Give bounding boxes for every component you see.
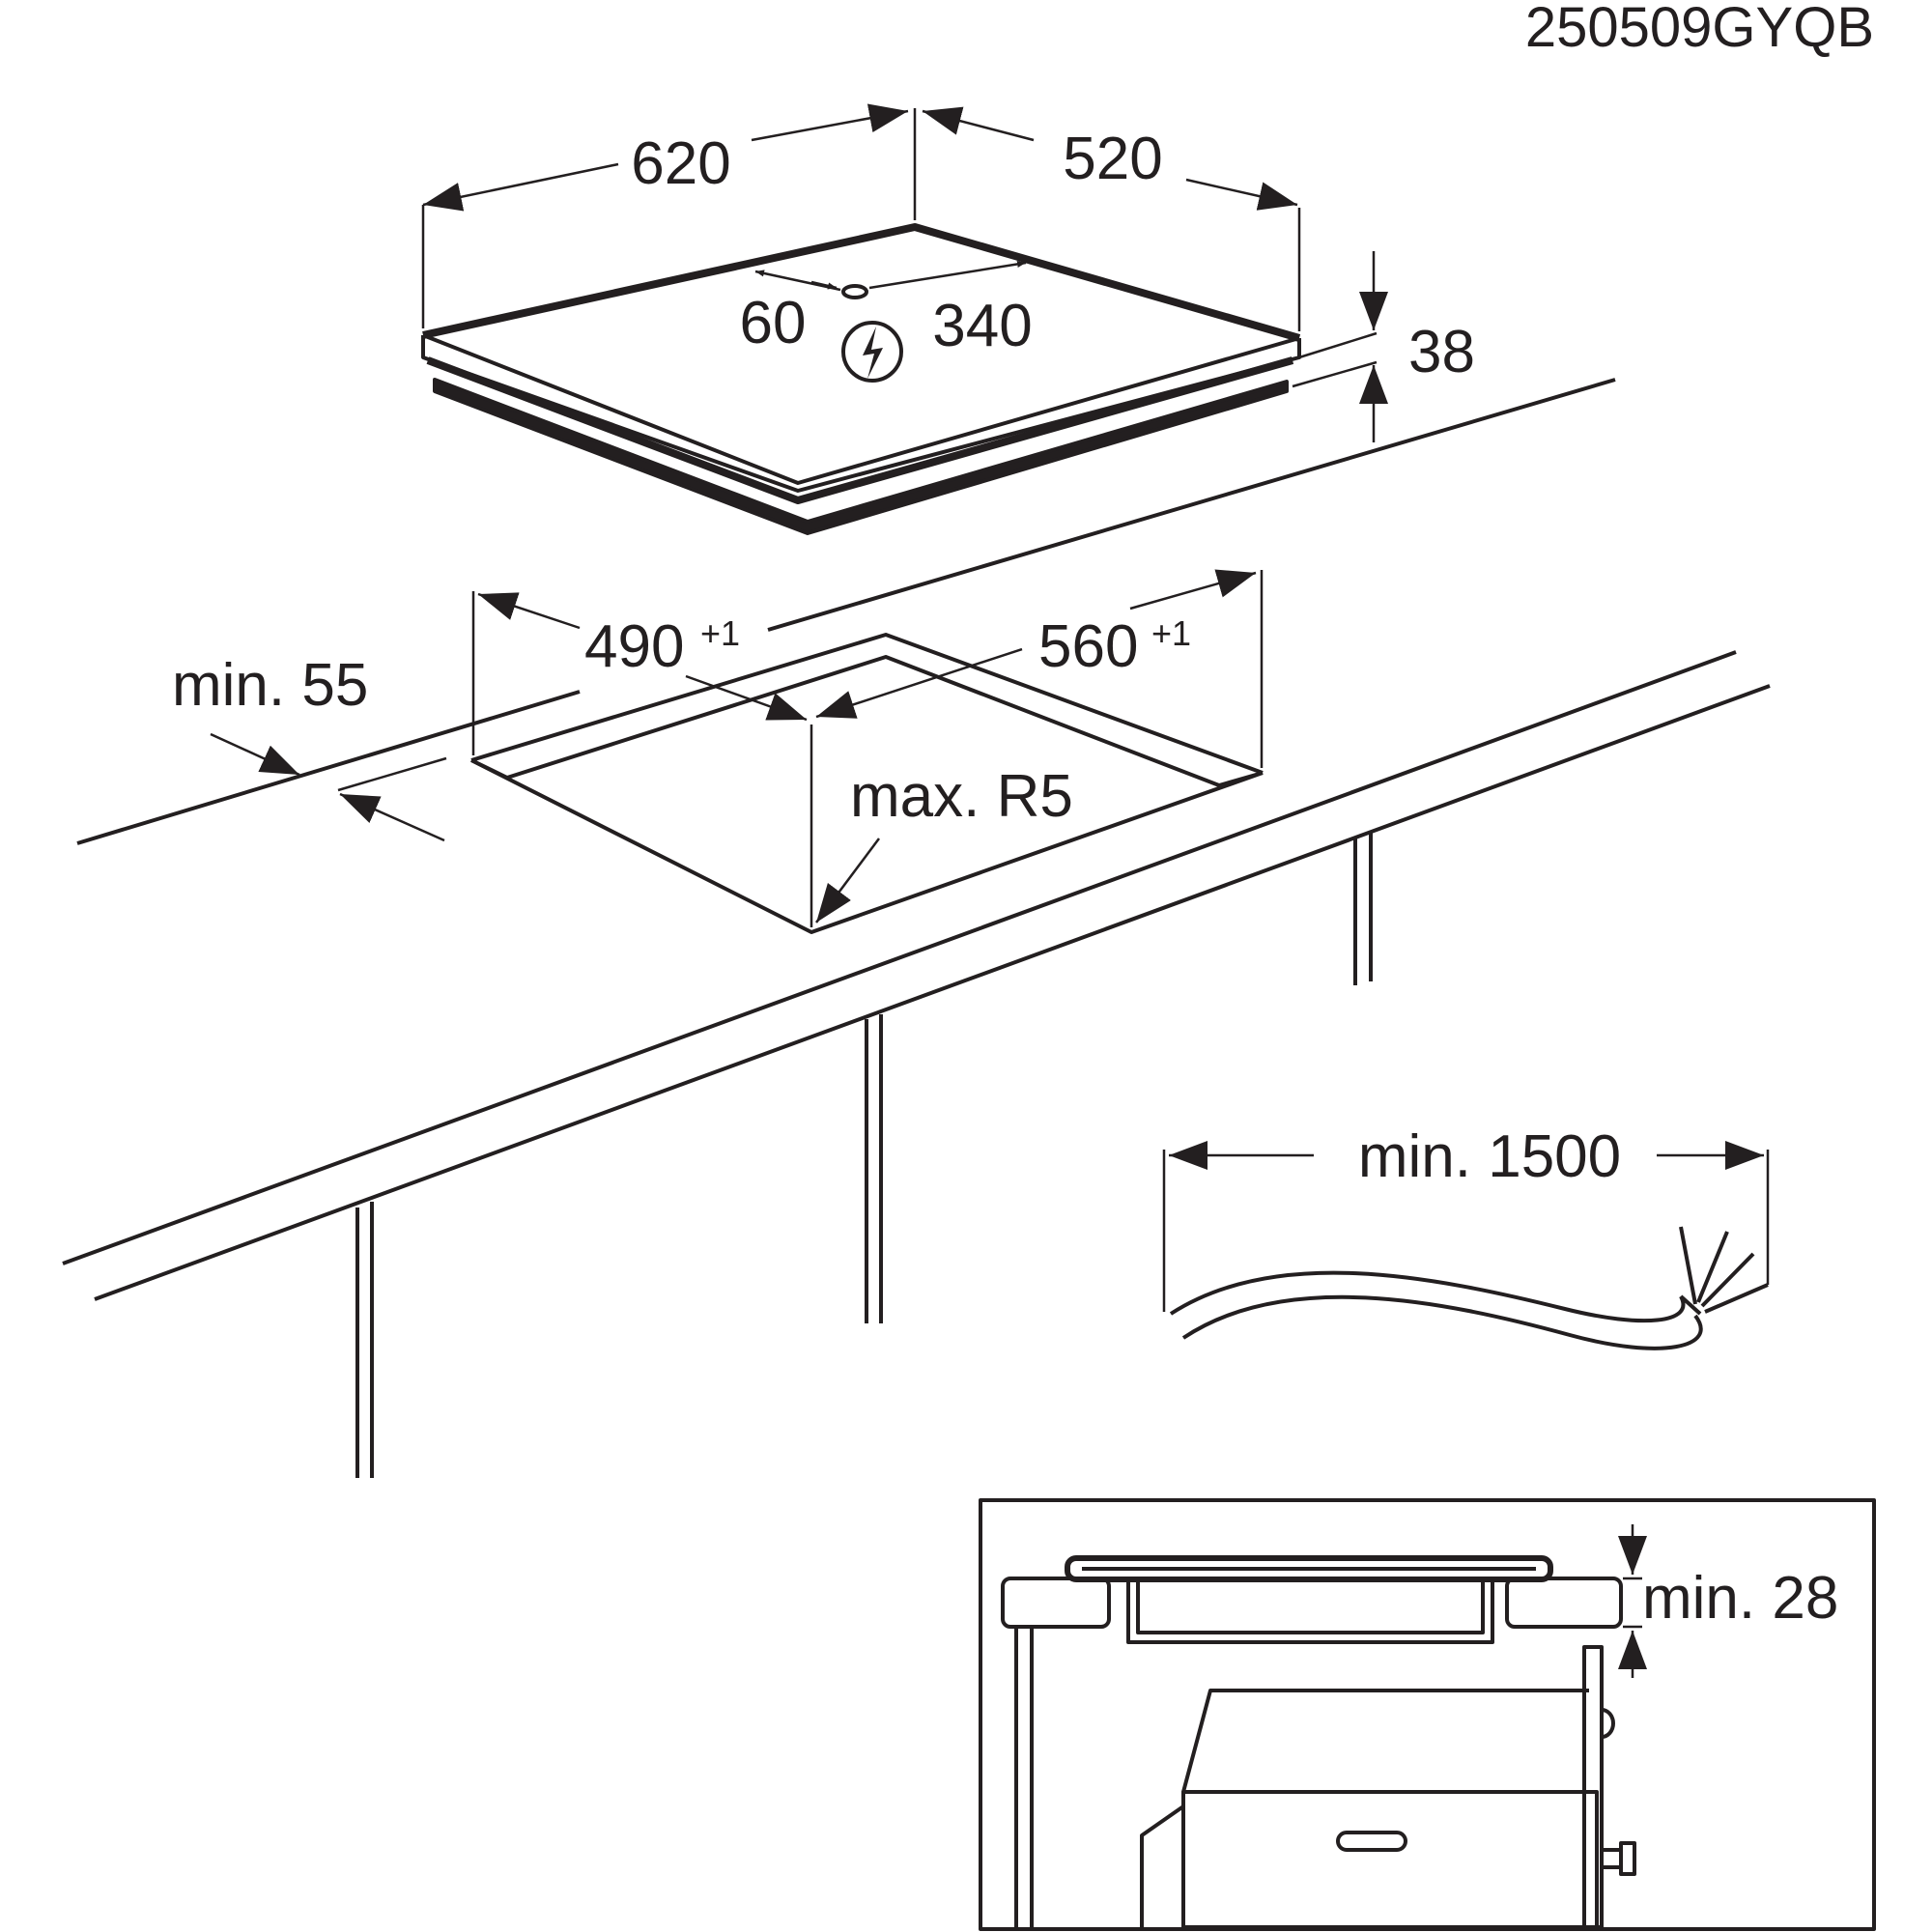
- cable-drawing: min. 1500: [1162, 1123, 1770, 1350]
- connection-right-label: 340: [932, 293, 1032, 359]
- section-detail: min. 28: [979, 1498, 1876, 1931]
- dim-connection-position: 60 340: [740, 260, 1033, 359]
- drawing-code: 250509GYQB: [1525, 0, 1874, 59]
- electric-bolt-icon: [841, 321, 903, 383]
- section-clearance-label: min. 28: [1642, 1565, 1838, 1632]
- front-distance-label: min. 55: [172, 652, 368, 719]
- corner-radius-label: max. R5: [850, 763, 1073, 830]
- cable-length-label: min. 1500: [1358, 1123, 1621, 1190]
- dim-cutout-depth: 490 +1: [477, 592, 808, 722]
- dim-hob-width: 620: [422, 103, 909, 212]
- cutout-depth-tolerance: +1: [700, 613, 740, 653]
- dim-corner-radius: max. R5: [814, 763, 1073, 923]
- dim-front-distance: min. 55: [172, 652, 447, 842]
- cutout-depth-label: 490: [584, 613, 684, 680]
- dim-hob-depth: 520: [922, 106, 1298, 211]
- dim-cutout-width: 560 +1: [815, 569, 1257, 719]
- hob-depth-label: 520: [1063, 126, 1162, 192]
- connection-left-label: 60: [740, 290, 807, 356]
- cutout-width-tolerance: +1: [1151, 613, 1191, 653]
- worktop: [62, 378, 1771, 1478]
- cutout-width-label: 560: [1038, 613, 1138, 680]
- hob-height-label: 38: [1408, 319, 1475, 385]
- hob-width-label: 620: [631, 130, 730, 197]
- hob-outline: [421, 108, 1301, 535]
- dim-hob-height: 38: [1292, 251, 1475, 442]
